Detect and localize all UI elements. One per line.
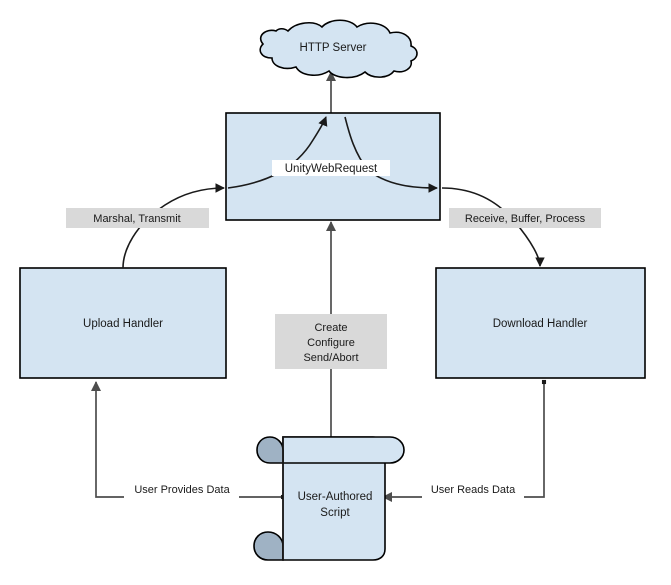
node-download-handler[interactable]: Download Handler: [435, 267, 646, 379]
user-reads-data-text: User Reads Data: [431, 484, 516, 496]
unitywebrequest-label: UnityWebRequest: [285, 163, 378, 175]
edge-label-marshal-transmit: Marshal, Transmit: [66, 208, 209, 228]
edge-download-handler-to-script: [381, 379, 547, 503]
download-handler-label: Download Handler: [493, 318, 588, 330]
configure-text: Configure: [307, 337, 355, 349]
node-user-authored-script[interactable]: User-Authored Script: [253, 436, 405, 561]
marshal-transmit-text: Marshal, Transmit: [93, 213, 180, 225]
receive-buffer-process-text: Receive, Buffer, Process: [465, 213, 586, 225]
upload-handler-label: Upload Handler: [83, 318, 163, 330]
user-provides-data-text: User Provides Data: [134, 484, 230, 496]
edge-script-to-upload-handler: [90, 380, 286, 500]
script-label-line1: User-Authored: [298, 491, 373, 503]
create-text: Create: [314, 322, 347, 334]
edge-label-create-configure-send: Create Configure Send/Abort: [275, 314, 387, 369]
edge-label-receive-buffer-process: Receive, Buffer, Process: [449, 208, 601, 228]
edge-upload-handler-to-unitywebrequest: [122, 116, 328, 269]
send-abort-text: Send/Abort: [303, 352, 358, 364]
node-upload-handler[interactable]: Upload Handler: [19, 267, 227, 379]
edge-label-user-reads-data: User Reads Data: [422, 481, 524, 499]
node-http-server[interactable]: HTTP Server: [259, 19, 418, 79]
script-label-line2: Script: [320, 507, 350, 519]
edge-label-user-provides-data: User Provides Data: [124, 481, 239, 499]
unitywebrequest-label-group: UnityWebRequest: [272, 160, 390, 176]
http-server-label: HTTP Server: [300, 42, 367, 54]
